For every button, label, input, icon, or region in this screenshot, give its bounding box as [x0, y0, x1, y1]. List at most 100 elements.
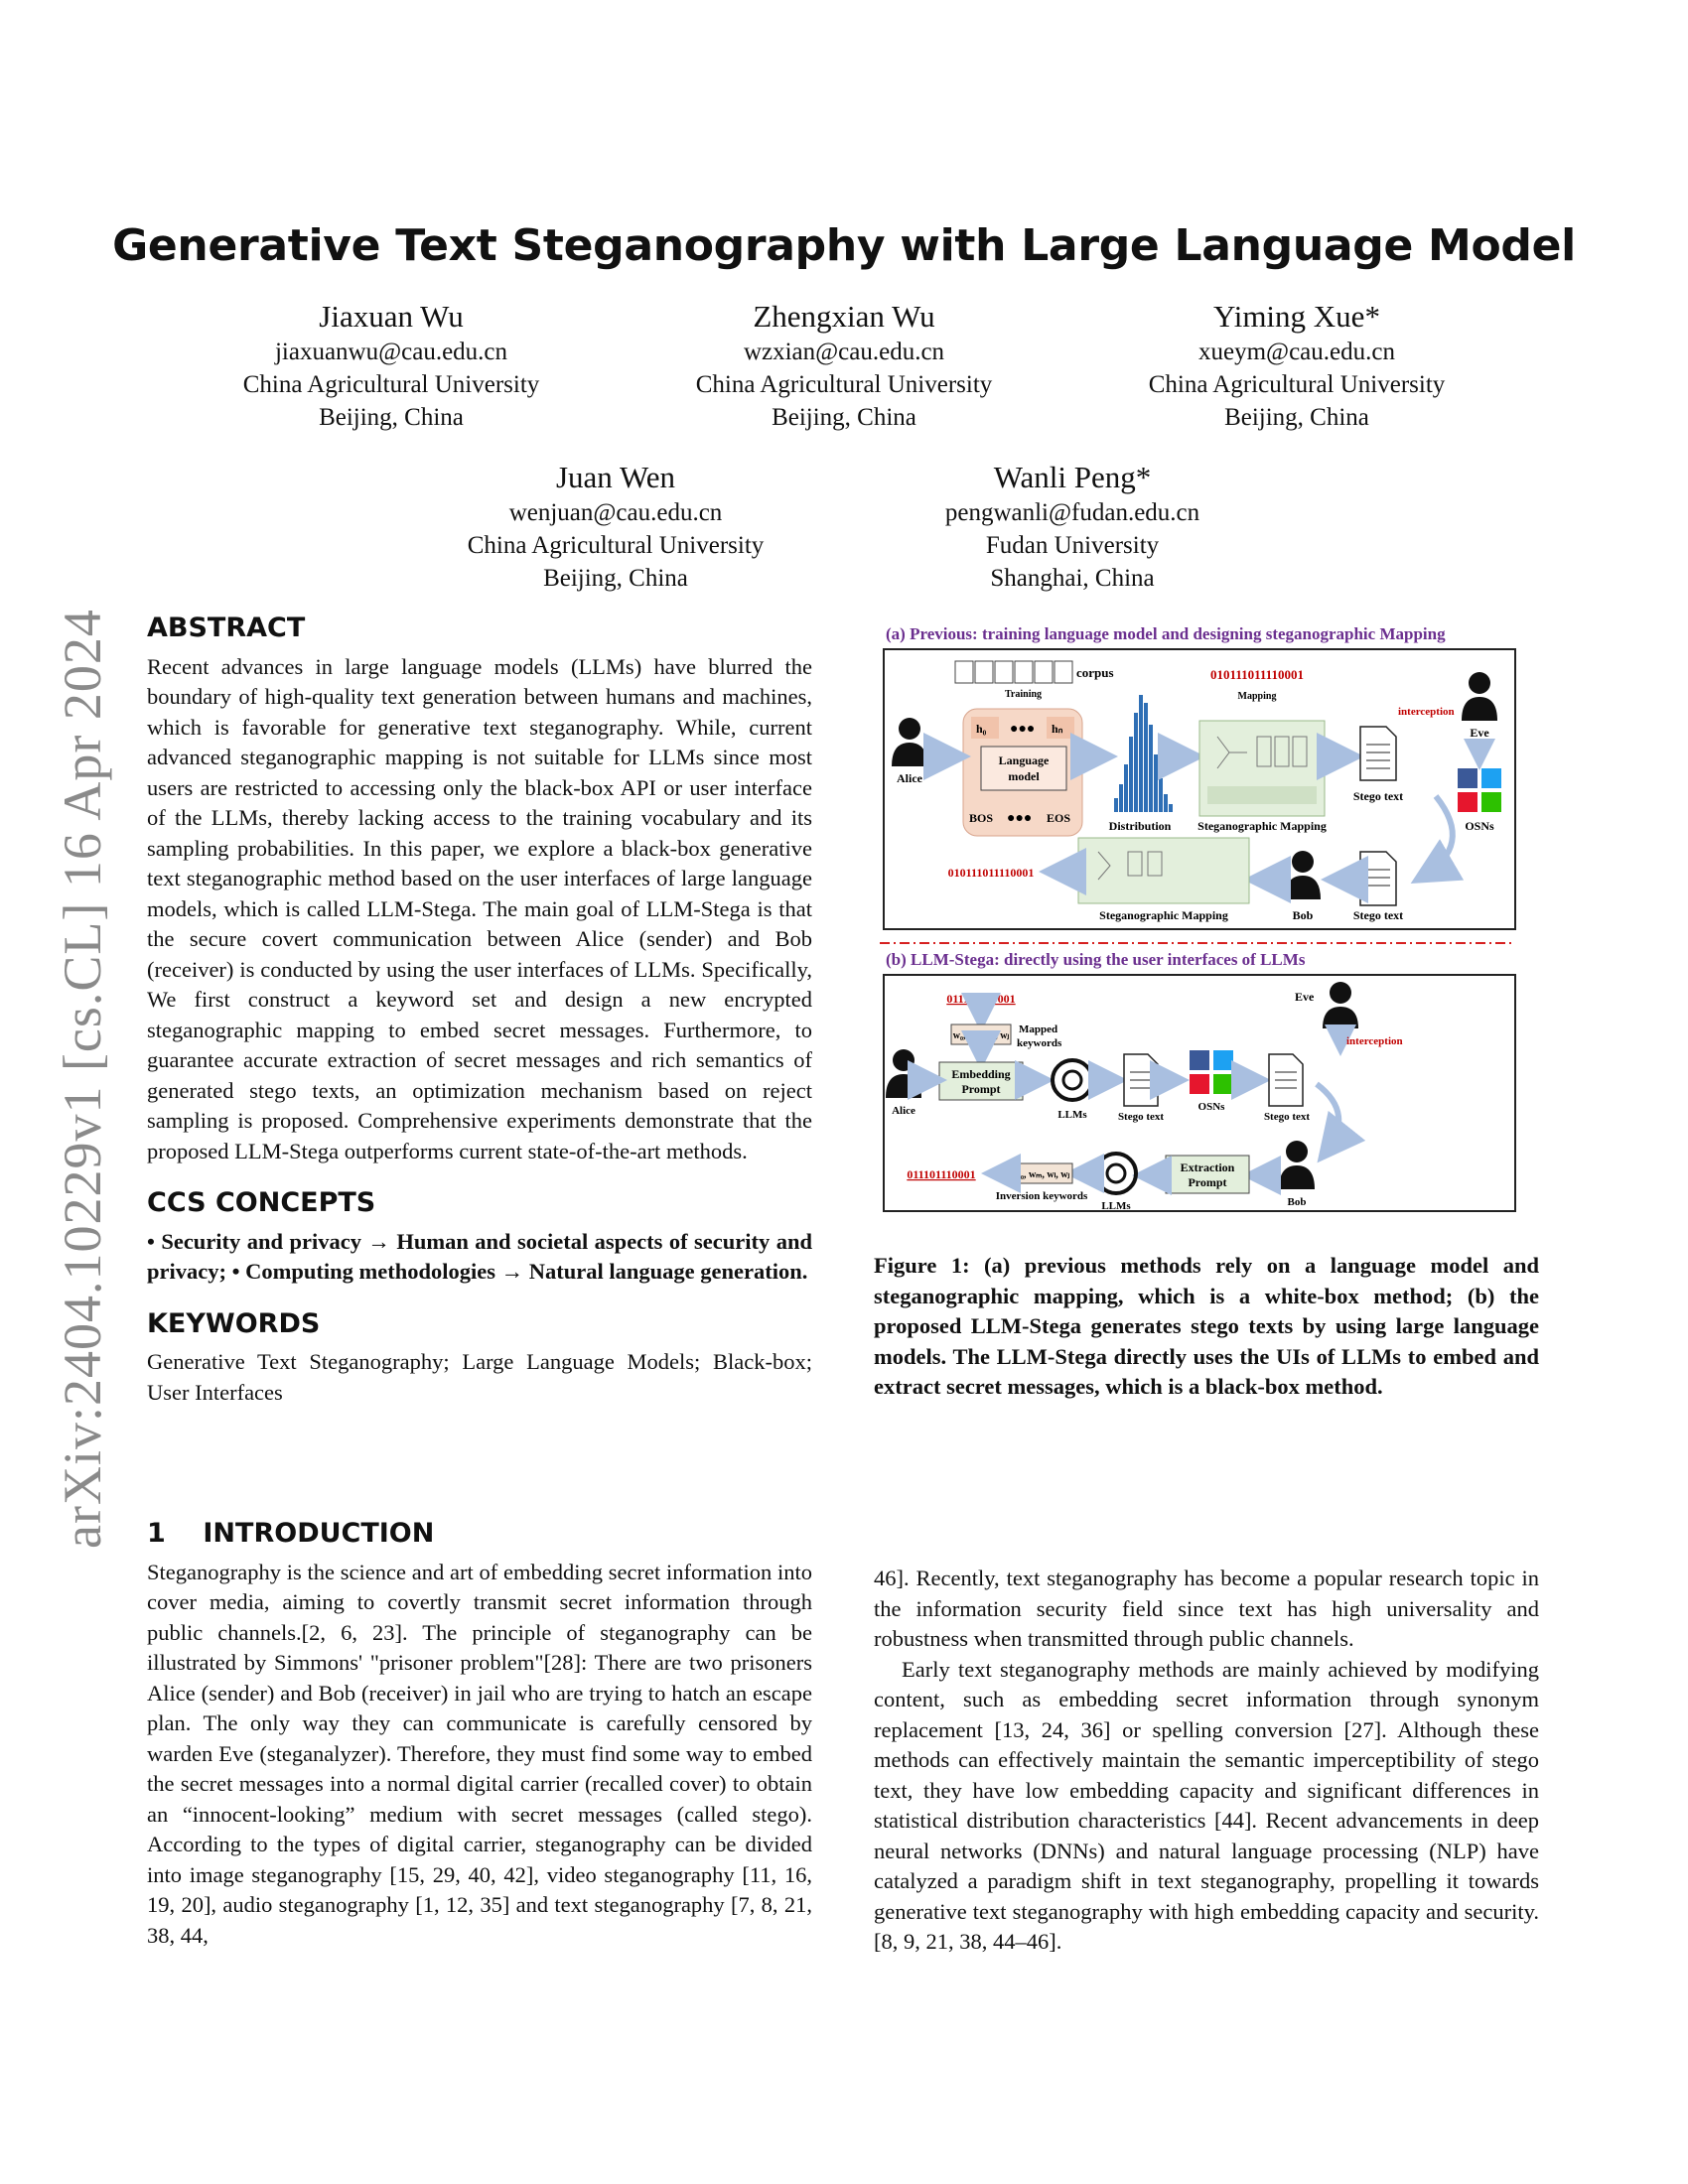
corpus-label: corpus — [1076, 665, 1114, 680]
dots-top: ●●● — [1010, 722, 1035, 737]
llm-logo-icon — [1051, 1058, 1094, 1102]
inversion-keywords-value: w₀, wₘ, wₗ, wⱼ — [1014, 1169, 1070, 1180]
panel-a-frame — [883, 648, 1516, 930]
author-location: Beijing, China — [772, 404, 916, 431]
author-affiliation: Fudan University — [985, 532, 1160, 559]
stega-mapping-bottom-label: Steganographic Mapping — [1099, 908, 1228, 922]
secret-bits-bottom: 010111011110001 — [948, 866, 1035, 880]
llms-bottom-label: LLMs — [1101, 1200, 1131, 1212]
extraction-label-2: Prompt — [1188, 1175, 1226, 1189]
curved-arrow — [1315, 1081, 1366, 1163]
author-name: Zhengxian Wu — [753, 299, 935, 334]
author-affiliation: China Agricultural University — [1148, 371, 1446, 398]
arxiv-stamp: arXiv:2404.10229v1 [cs.CL] 16 Apr 2024 — [53, 609, 112, 1549]
document-icon — [1359, 726, 1397, 781]
dots-bottom: ●●● — [1007, 811, 1032, 826]
eve-person-icon — [1323, 982, 1358, 1028]
training-label: Training — [1005, 689, 1042, 700]
author-name: Wanli Peng* — [993, 460, 1152, 494]
left-column-top: ABSTRACT Recent advances in large langua… — [147, 613, 812, 1408]
alice-person-icon — [892, 718, 927, 766]
keywords-label: w₀, wₘ, wₗ, wⱼ — [953, 1030, 1010, 1041]
abstract-heading: ABSTRACT — [147, 613, 306, 643]
interception-label: interception — [1398, 706, 1455, 718]
social-media-icons — [1190, 1050, 1233, 1094]
curved-arrow — [1410, 794, 1465, 885]
osns-label: OSNs — [1198, 1101, 1226, 1113]
figure-diagram: (a) Previous: training language model an… — [880, 624, 1516, 1212]
stego-text-label: Stego text — [1353, 789, 1403, 803]
alice-label: Alice — [897, 771, 923, 785]
secret-bits-out: 011101110001 — [907, 1167, 975, 1181]
intro-heading: 1 INTRODUCTION — [147, 1518, 435, 1549]
embedding-prompt-box — [938, 1061, 1024, 1101]
author-block: Yiming Xue* xueym@cau.edu.cn China Agric… — [1088, 298, 1505, 434]
author-name: Yiming Xue* — [1213, 299, 1380, 334]
lm-label-2: model — [1008, 769, 1040, 783]
paper-title: Generative Text Steganography with Large… — [112, 220, 1576, 271]
author-location: Beijing, China — [543, 565, 688, 592]
h0-cell — [971, 717, 999, 739]
mapped-label-2: keywords — [1017, 1037, 1062, 1049]
document-icon — [1359, 851, 1397, 906]
keywords-heading: KEYWORDS — [147, 1307, 321, 1339]
hn-cell — [1047, 717, 1074, 739]
secret-bits-top: 010111011110001 — [1210, 667, 1304, 682]
figure-caption: Figure 1: (a) previous methods rely on a… — [874, 1253, 1539, 1399]
stego-text-label: Stego text — [1118, 1111, 1164, 1123]
author-email: wzxian@cau.edu.cn — [743, 339, 945, 365]
stego-text-bottom-label: Stego text — [1353, 908, 1403, 922]
ccs-text: • Security and privacy → Human and socie… — [147, 1228, 812, 1285]
llm-logo-icon — [1094, 1152, 1138, 1195]
intro-left-text: Steganography is the science and art of … — [147, 1559, 812, 1948]
mapped-label-1: Mapped — [1019, 1024, 1057, 1035]
distribution-label: Distribution — [1109, 819, 1172, 833]
corpus-icon — [954, 660, 1073, 684]
author-affiliation: China Agricultural University — [242, 371, 540, 398]
author-email: wenjuan@cau.edu.cn — [508, 499, 723, 526]
left-column-intro: 1 INTRODUCTION Steganography is the scie… — [147, 1518, 812, 1951]
abstract-text: Recent advances in large language models… — [147, 653, 812, 1163]
stego-text-right-label: Stego text — [1264, 1111, 1310, 1123]
author-email: pengwanli@fudan.edu.cn — [944, 499, 1200, 526]
h0-label: h₀ — [976, 722, 987, 736]
mapping-label: Mapping — [1238, 691, 1277, 702]
intro-right-paragraph-1: 46]. Recently, text steganography has be… — [874, 1566, 1539, 1651]
social-media-icons — [1458, 768, 1501, 812]
lm-label-1: Language — [999, 753, 1050, 767]
author-location: Shanghai, China — [990, 565, 1155, 592]
stega-mapping-label: Steganographic Mapping — [1197, 819, 1327, 833]
bob-person-icon — [1285, 851, 1321, 899]
hn-label: hₙ — [1052, 722, 1063, 736]
author-block: Jiaxuan Wu jiaxuanwu@cau.edu.cn China Ag… — [183, 298, 600, 434]
distribution-histogram — [1114, 695, 1173, 812]
eve-label: Eve — [1295, 990, 1315, 1004]
llms-label: LLMs — [1057, 1109, 1087, 1121]
author-block: Wanli Peng* pengwanli@fudan.edu.cn Fudan… — [864, 459, 1281, 595]
embedding-label-2: Prompt — [961, 1082, 1000, 1096]
ccs-heading: CCS CONCEPTS — [147, 1187, 376, 1218]
extraction-prompt-box — [1165, 1155, 1250, 1194]
mapping-tree-icon — [1097, 851, 1163, 881]
secret-bits-b: 011101110001 — [946, 992, 1015, 1006]
document-icon — [1123, 1053, 1159, 1107]
stega-mapping-box-bottom — [1077, 837, 1250, 904]
extraction-label-1: Extraction — [1181, 1160, 1235, 1174]
author-affiliation: China Agricultural University — [467, 532, 765, 559]
document-icon — [1268, 1053, 1304, 1107]
author-email: jiaxuanwu@cau.edu.cn — [274, 339, 508, 365]
author-email: xueym@cau.edu.cn — [1198, 339, 1395, 365]
osns-label: OSNs — [1465, 819, 1494, 833]
intro-right-paragraph-2: Early text steganography methods are mai… — [874, 1656, 1539, 1955]
keywords-text: Generative Text Steganography; Large Lan… — [147, 1349, 812, 1405]
figure-1: (a) Previous: training language model an… — [880, 617, 1545, 1223]
right-column-intro: 46]. Recently, text steganography has be… — [874, 1564, 1539, 1958]
inversion-keywords-label: Inversion keywords — [996, 1190, 1088, 1202]
eos-label: EOS — [1047, 811, 1070, 825]
author-block: Zhengxian Wu wzxian@cau.edu.cn China Agr… — [635, 298, 1053, 434]
author-block: Juan Wen wenjuan@cau.edu.cn China Agricu… — [407, 459, 824, 595]
author-location: Beijing, China — [319, 404, 464, 431]
panel-b-frame — [883, 974, 1516, 1212]
bos-label: BOS — [969, 811, 993, 825]
alice-label: Alice — [892, 1105, 915, 1117]
